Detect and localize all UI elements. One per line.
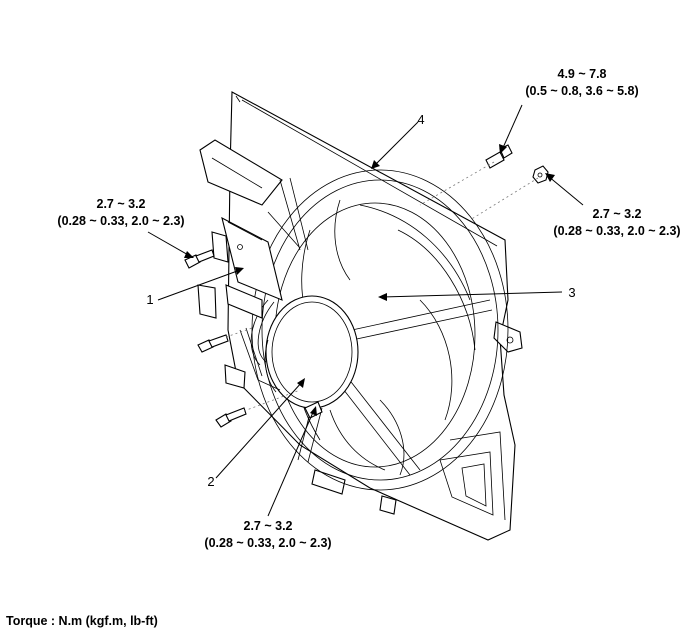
part-number-3: 3 [568,285,575,300]
part-number-1: 1 [146,292,153,307]
torque-units-note: Torque : N.m (kgf.m, lb-ft) [6,614,158,628]
callout-bolt-top-right-detail: (0.5 ~ 0.8, 3.6 ~ 5.8) [525,84,638,98]
callout-bolt-bottom-detail: (0.28 ~ 0.33, 2.0 ~ 2.3) [204,536,331,550]
fan-shroud [197,91,523,541]
part-number-4: 4 [417,112,424,127]
part-number-2: 2 [207,474,214,489]
nut-right [532,165,549,184]
callout-bolt-left-value: 2.7 ~ 3.2 [97,197,146,211]
callout-bolt-left-detail: (0.28 ~ 0.33, 2.0 ~ 2.3) [57,214,184,228]
callout-nut-right-value: 2.7 ~ 3.2 [593,207,642,221]
bolt-left [184,249,215,269]
callout-nut-right-detail: (0.28 ~ 0.33, 2.0 ~ 2.3) [553,224,680,238]
bolt-lower-left [215,407,247,428]
callout-bolt-top-right-value: 4.9 ~ 7.8 [558,67,607,81]
bolt-left-middle [197,334,229,353]
fan-controller [211,216,283,319]
leader-lines [147,104,584,517]
bolt-top-right [485,144,513,169]
fan-motor [239,295,359,409]
fan-assembly [251,169,509,491]
callout-bolt-bottom-value: 2.7 ~ 3.2 [244,519,293,533]
